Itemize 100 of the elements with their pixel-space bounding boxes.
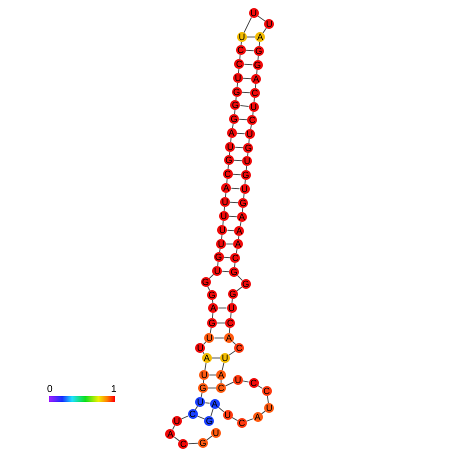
backbone-line bbox=[247, 152, 248, 157]
nucleotide-letter: U bbox=[218, 240, 224, 248]
backbone-line bbox=[212, 312, 214, 319]
nucleotide-letter: C bbox=[237, 46, 244, 54]
nucleotide-letter: C bbox=[226, 318, 234, 328]
nucleotide-letter: A bbox=[253, 74, 260, 84]
nucleotide-letter: C bbox=[224, 170, 231, 178]
nucleotide-letter: G bbox=[240, 198, 247, 208]
base-pair-line bbox=[244, 64, 253, 66]
nucleotide-letter: U bbox=[224, 410, 231, 420]
backbone-line bbox=[256, 69, 258, 75]
nucleotide-letter: C bbox=[236, 60, 243, 68]
scale-label: 0 bbox=[47, 385, 53, 395]
nucleotide-letter: C bbox=[250, 378, 257, 388]
nucleotide-letter: U bbox=[220, 212, 227, 220]
nucleotide-letter: U bbox=[197, 344, 204, 352]
backbone-line bbox=[237, 275, 243, 281]
base-pair-line bbox=[216, 322, 226, 324]
nucleotide-letter: A bbox=[236, 226, 242, 236]
base-pair-line bbox=[232, 174, 242, 176]
nucleotide-letter: C bbox=[252, 88, 258, 98]
nucleotide-letter: G bbox=[208, 290, 216, 300]
backbone-line bbox=[224, 192, 226, 198]
backbone-line bbox=[218, 248, 221, 253]
nucleotide-letter: U bbox=[212, 428, 220, 438]
nucleotide-letter: U bbox=[206, 334, 213, 342]
nucleotide-letter: G bbox=[229, 290, 236, 298]
backbone-line bbox=[254, 97, 255, 103]
nucleotide-letter: C bbox=[189, 410, 196, 418]
backbone-line bbox=[257, 15, 266, 22]
backbone-line bbox=[180, 416, 188, 420]
base-pair-line bbox=[241, 92, 250, 94]
base-pair-line bbox=[230, 188, 240, 190]
nucleotide-letter: C bbox=[263, 386, 270, 396]
backbone-line bbox=[246, 165, 248, 171]
backbone-line bbox=[222, 220, 224, 226]
base-pair-line bbox=[204, 402, 210, 404]
nucleotide-letter: A bbox=[228, 128, 234, 138]
base-pair-line bbox=[226, 230, 235, 232]
backbone-line bbox=[202, 379, 204, 384]
backbone-line bbox=[234, 109, 236, 115]
base-pair-line bbox=[238, 118, 248, 120]
backbone-line bbox=[238, 235, 240, 240]
backbone-line bbox=[244, 17, 252, 33]
nucleotide-letter: U bbox=[246, 130, 253, 138]
nucleotide-letter: G bbox=[230, 268, 238, 276]
nucleotide-letter: U bbox=[226, 142, 234, 152]
nucleotide-letter: G bbox=[232, 100, 239, 110]
nucleotide-letter: A bbox=[204, 354, 210, 362]
backbone-line bbox=[228, 327, 230, 334]
nucleotide-letter: U bbox=[222, 198, 228, 206]
backbone-line bbox=[228, 151, 230, 156]
backbone-line bbox=[200, 392, 202, 398]
backbone-line bbox=[228, 164, 229, 170]
nucleotide-letter: U bbox=[197, 398, 204, 406]
nucleotide-letter: U bbox=[266, 404, 272, 412]
nucleotide-letter: U bbox=[222, 354, 228, 362]
backbone-line bbox=[236, 248, 238, 254]
nucleotide-letter: U bbox=[238, 32, 246, 42]
backbone-line bbox=[218, 406, 224, 412]
backbone-line bbox=[238, 68, 240, 74]
backbone-line bbox=[252, 111, 254, 116]
nucleotide-letter: G bbox=[214, 252, 222, 262]
base-pair-line bbox=[245, 50, 254, 52]
backbone-line bbox=[234, 262, 236, 268]
backbone-line bbox=[222, 362, 224, 371]
nucleotide-letter: A bbox=[210, 304, 216, 312]
nucleotide-letter: U bbox=[200, 370, 208, 380]
backbone-line bbox=[258, 41, 260, 47]
backbone-line bbox=[246, 418, 254, 422]
backbone-line bbox=[243, 193, 245, 199]
nucleotide-letter: G bbox=[255, 46, 262, 56]
nucleotide-letter: U bbox=[228, 304, 235, 312]
nucleotide-letter: A bbox=[238, 212, 245, 222]
backbone-line bbox=[262, 28, 267, 34]
backbone-line bbox=[210, 327, 212, 334]
nucleotide-letter: G bbox=[208, 318, 216, 328]
scale-label: 1 bbox=[111, 385, 117, 395]
nucleotide-letter: U bbox=[266, 20, 272, 28]
nucleotide-letter: U bbox=[234, 74, 242, 82]
base-pair-line bbox=[234, 146, 244, 148]
nucleotide-letter: U bbox=[241, 184, 248, 194]
nucleotide-letter: A bbox=[226, 334, 232, 342]
nucleotide-letter: A bbox=[167, 430, 174, 438]
nucleotide-letter: U bbox=[234, 376, 242, 384]
backbone-line bbox=[204, 362, 207, 371]
nucleotide-letter: C bbox=[232, 254, 239, 262]
nucleotide-letter: G bbox=[242, 170, 250, 180]
backbone-line bbox=[242, 380, 250, 383]
backbone-line bbox=[221, 234, 222, 240]
backbone-line bbox=[212, 299, 214, 304]
nucleotide-letter: U bbox=[250, 8, 257, 18]
backbone-line bbox=[235, 96, 237, 101]
backbone-line bbox=[226, 178, 228, 184]
nucleotide-letter: A bbox=[234, 240, 241, 248]
backbone-line bbox=[266, 395, 269, 404]
base-pair-line bbox=[246, 36, 256, 38]
backbone-line bbox=[242, 207, 244, 213]
backbone-line bbox=[257, 385, 263, 389]
backbone-line bbox=[254, 83, 256, 89]
